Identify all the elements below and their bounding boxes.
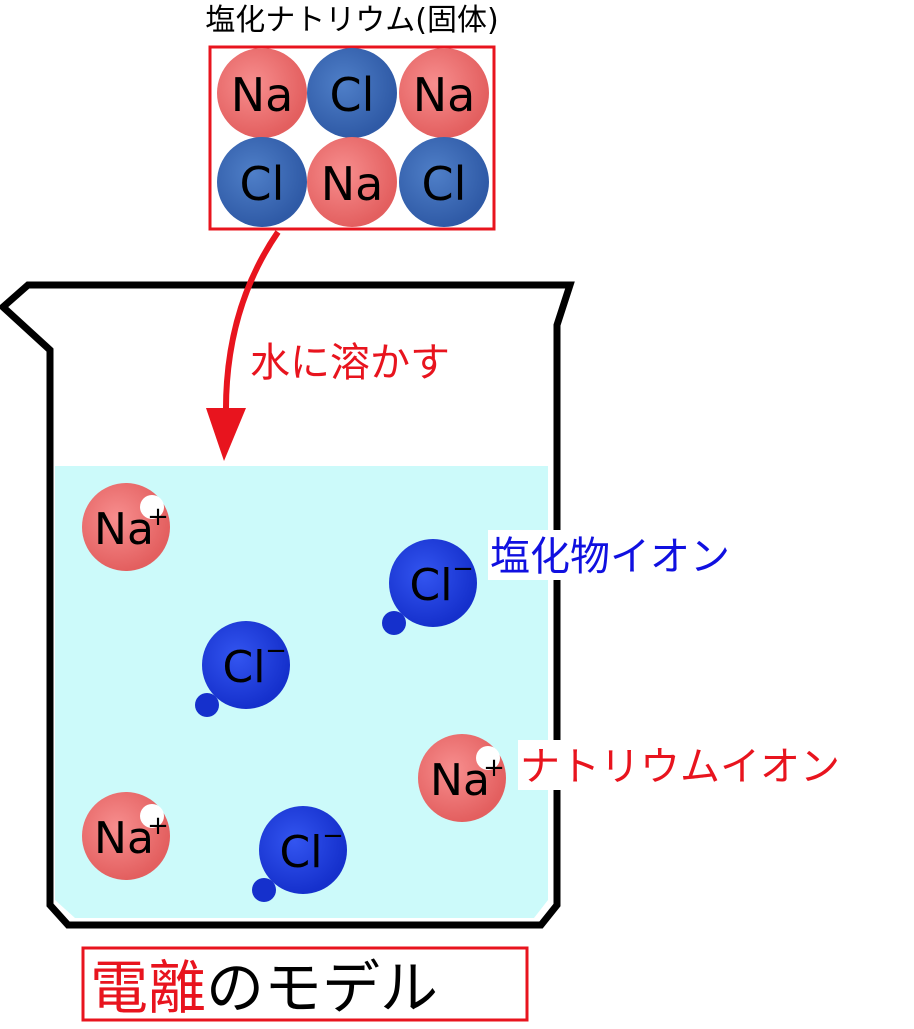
atom-symbol: Cl bbox=[240, 157, 285, 211]
beaker-outline bbox=[0, 281, 575, 929]
sodium-ion-label: ナトリウムイオン bbox=[520, 744, 840, 790]
ion-highlight bbox=[476, 746, 500, 770]
atom-symbol: Na bbox=[413, 68, 476, 122]
chloride-ion-label: 塩化物イオン bbox=[490, 534, 730, 580]
ion-symbol: Cl bbox=[280, 827, 323, 878]
ion-symbol: Cl bbox=[410, 560, 453, 611]
solid-atom-na: Na bbox=[399, 48, 489, 138]
action-label: 水に溶かす bbox=[250, 340, 450, 386]
chloride-ion: Cl− bbox=[195, 621, 290, 717]
solid-atom-cl: Cl bbox=[217, 137, 307, 227]
sodium-ion: Na+ bbox=[418, 734, 506, 822]
ion-circle bbox=[202, 621, 290, 709]
footer-title: 電離のモデル bbox=[90, 954, 438, 1022]
atom-circle bbox=[399, 137, 489, 227]
chloride-ion: Cl− bbox=[382, 539, 477, 635]
atom-circle bbox=[217, 48, 307, 138]
footer-highlight: 電離 bbox=[90, 954, 206, 1022]
atom-circle bbox=[399, 48, 489, 138]
sodium-ion: Na+ bbox=[82, 483, 170, 571]
sodium-label-bg bbox=[518, 740, 910, 790]
atom-circle bbox=[307, 48, 397, 138]
chloride-ion: Cl− bbox=[252, 806, 347, 902]
ion-highlight bbox=[140, 804, 164, 828]
sodium-ion: Na+ bbox=[82, 792, 170, 880]
ion-tail bbox=[382, 611, 406, 635]
footer-box bbox=[81, 946, 529, 1022]
chloride-label-bg bbox=[488, 530, 782, 580]
footer-rest: のモデル bbox=[206, 954, 438, 1022]
atom-symbol: Na bbox=[321, 157, 384, 211]
ion-circle bbox=[259, 806, 347, 894]
ion-circle bbox=[389, 539, 477, 627]
ion-charge: + bbox=[483, 753, 505, 783]
solid-atom-cl: Cl bbox=[399, 137, 489, 227]
ion-charge: − bbox=[322, 821, 344, 851]
ion-symbol: Na bbox=[94, 813, 154, 864]
atom-symbol: Cl bbox=[330, 68, 375, 122]
atom-symbol: Cl bbox=[422, 157, 467, 211]
solid-atom-na: Na bbox=[307, 137, 397, 227]
ion-tail bbox=[195, 693, 219, 717]
solid-atom-cl: Cl bbox=[307, 48, 397, 138]
ion-symbol: Na bbox=[94, 504, 154, 555]
atom-symbol: Na bbox=[231, 68, 294, 122]
dissolve-arrow bbox=[206, 230, 281, 461]
ion-charge: + bbox=[147, 502, 169, 532]
ion-charge: − bbox=[265, 636, 287, 666]
ion-charge: − bbox=[452, 554, 474, 584]
solid-title: 塩化ナトリウム(固体) bbox=[205, 3, 498, 38]
solid-atom-na: Na bbox=[217, 48, 307, 138]
ion-tail bbox=[252, 878, 276, 902]
ions-in-water: Na+Cl−Cl−Na+Na+Cl− bbox=[82, 483, 506, 902]
ion-highlight bbox=[140, 495, 164, 519]
atom-circle bbox=[307, 137, 397, 227]
ion-symbol: Cl bbox=[223, 642, 266, 693]
ion-charge: + bbox=[147, 811, 169, 841]
atom-circle bbox=[217, 137, 307, 227]
ion-symbol: Na bbox=[430, 755, 490, 806]
